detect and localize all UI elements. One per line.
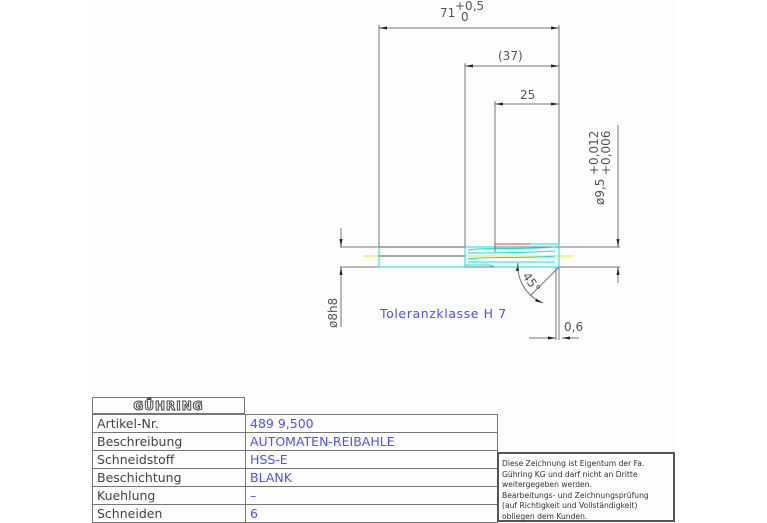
table-row: Kuehlung– [92, 486, 498, 505]
angle-arc [515, 262, 544, 304]
note-line: Gühring KG und darf nicht an Dritte [502, 469, 638, 479]
dim-cutting-diameter: ø9,5 [593, 179, 607, 205]
note-line: obliegen dem Kunden. [502, 511, 588, 521]
row-value: AUTOMATEN-REIBAHLE [245, 432, 498, 451]
note-line: Bearbeitungs- und Zeichnungsprüfung [502, 490, 649, 500]
row-label: Beschichtung [92, 468, 246, 487]
row-label: Artikel-Nr. [92, 414, 246, 433]
row-label: Kuehlung [92, 486, 246, 505]
note-line: Diese Zeichnung ist Eigentum der Fa. [502, 459, 645, 468]
note-line: weitergegeben werden. [502, 480, 592, 490]
dim-total-tol-upper: +0,5 [455, 0, 484, 13]
dim-cutting-tol-lower: +0,006 [599, 131, 613, 175]
dim-total-length: 71 [440, 6, 455, 20]
row-label: Schneidstoff [92, 450, 246, 469]
table-row: Artikel-Nr.489 9,500 [92, 414, 498, 433]
dim-shank-diameter: ø8h8 [326, 298, 340, 328]
row-value: – [245, 486, 498, 505]
row-label: Schneiden [92, 504, 246, 523]
dim-flute-length: 25 [520, 88, 535, 102]
dim-total-tol-lower: 0 [461, 10, 469, 24]
note-line: (auf Richtigkeit und Vollständigkeit) [502, 501, 638, 511]
row-value: 489 9,500 [245, 414, 498, 433]
flutes [467, 246, 556, 263]
ownership-note: Diese Zeichnung ist Eigentum der Fa. Güh… [497, 452, 675, 522]
row-value: 6 [245, 504, 498, 523]
row-label: Beschreibung [92, 432, 246, 451]
tolerance-class: Toleranzklasse H 7 [379, 306, 507, 321]
row-value: BLANK [245, 468, 498, 487]
guehring-logo: GÜHRING [92, 397, 245, 414]
row-value: HSS-E [245, 450, 498, 469]
dim-chamfer-length: 0,6 [564, 320, 583, 334]
dim-reference-length: (37) [498, 49, 523, 63]
dim-chamfer-angle: 45° [520, 270, 544, 295]
shank [378, 246, 466, 268]
dim-cutting-tol-upper: +0,012 [587, 131, 601, 175]
